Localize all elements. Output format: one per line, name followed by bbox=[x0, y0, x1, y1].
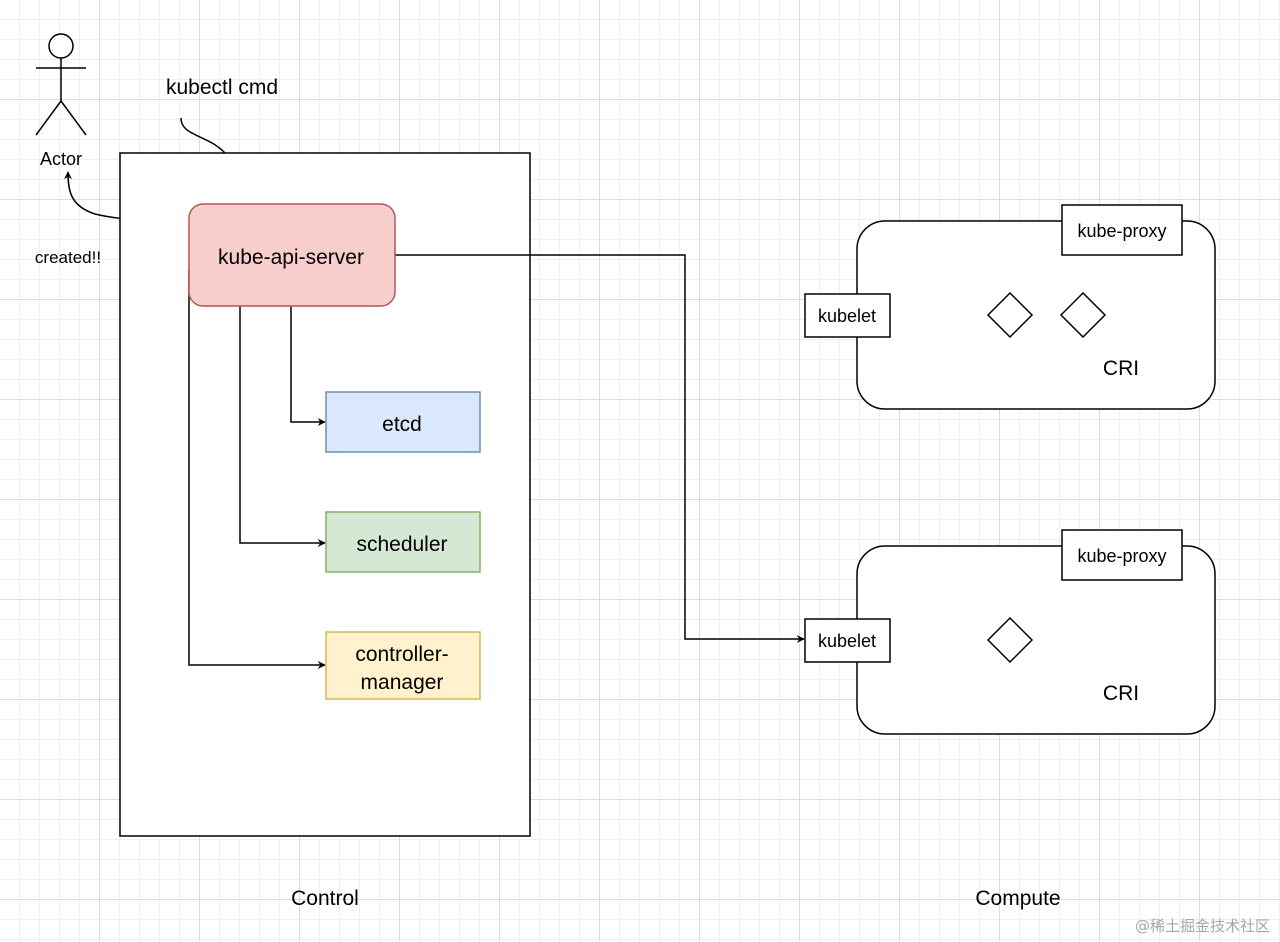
etcd-label: etcd bbox=[382, 413, 422, 436]
scheduler-label: scheduler bbox=[356, 533, 447, 556]
etcd-border bbox=[325, 391, 481, 453]
kubelet-1-label: kubelet bbox=[818, 306, 876, 326]
kubectl-cmd-label: kubectl cmd bbox=[166, 76, 278, 99]
controller-manager-label-line1: controller- bbox=[355, 643, 448, 666]
controller-manager-box bbox=[326, 632, 480, 699]
cri-1-label: CRI bbox=[1103, 357, 1139, 380]
compute-node-2: kube-proxy kubelet CRI bbox=[804, 529, 1216, 735]
actor-head bbox=[48, 33, 74, 59]
pod-diamond-icon bbox=[986, 616, 1034, 664]
api-to-scheduler-arrow bbox=[239, 306, 326, 547]
kubelet-2-box bbox=[804, 618, 891, 663]
kubelet-2-label: kubelet bbox=[818, 631, 876, 651]
kube-proxy-2-label: kube-proxy bbox=[1077, 546, 1166, 566]
kube-api-server-box bbox=[189, 204, 395, 306]
kube-proxy-1-label: kube-proxy bbox=[1077, 221, 1166, 241]
controller-manager-label-line2: manager bbox=[361, 671, 444, 694]
controller-manager-border bbox=[325, 631, 481, 700]
scheduler-box bbox=[326, 512, 480, 572]
watermark-text: @稀土掘金技术社区 bbox=[1135, 917, 1270, 935]
kube-api-server-label: kube-api-server bbox=[218, 246, 364, 269]
scheduler-border bbox=[325, 511, 481, 573]
actor-left-leg bbox=[35, 100, 62, 136]
kube-proxy-2-box bbox=[1061, 529, 1183, 581]
compute-section-label: Compute bbox=[975, 887, 1060, 910]
actor-right-leg bbox=[60, 100, 87, 136]
pod-diamond-icon bbox=[986, 291, 1034, 339]
api-to-controller-manager-arrow bbox=[188, 270, 326, 669]
etcd-box bbox=[326, 392, 480, 452]
compute-node-1: kube-proxy kubelet CRI bbox=[804, 204, 1216, 410]
api-to-kubelet-arrow bbox=[395, 254, 805, 643]
api-to-etcd-arrow bbox=[290, 306, 326, 426]
kube-api-server-border bbox=[188, 203, 396, 307]
kube-proxy-1-box bbox=[1061, 204, 1183, 256]
control-section-label: Control bbox=[291, 887, 359, 910]
pod-diamond-icon bbox=[1059, 291, 1107, 339]
actor-figure bbox=[35, 33, 87, 136]
cri-2-label: CRI bbox=[1103, 682, 1139, 705]
created-label: created!! bbox=[35, 248, 101, 267]
kubelet-1-box bbox=[804, 293, 891, 338]
actor-label: Actor bbox=[40, 149, 82, 169]
